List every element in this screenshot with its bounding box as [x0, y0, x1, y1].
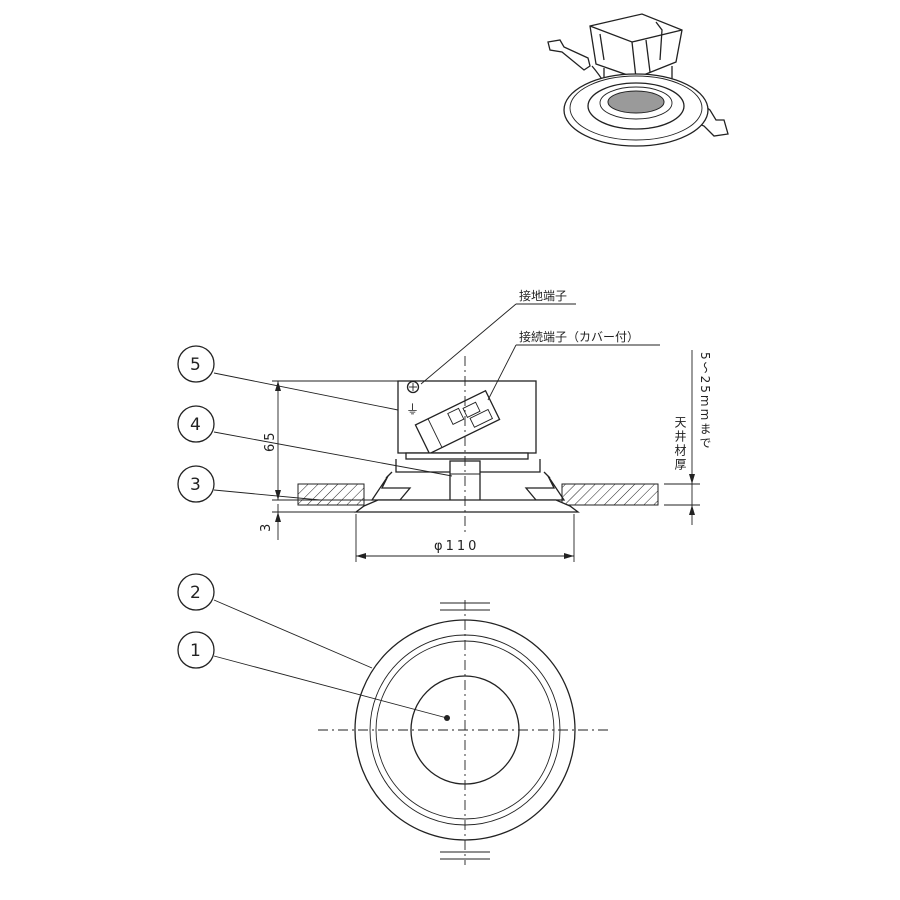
- svg-text:3: 3: [190, 475, 201, 495]
- ground-symbol: ⏚: [406, 403, 419, 418]
- balloon-2: [177, 573, 215, 611]
- reflector-circle: [410, 675, 520, 785]
- balloon-4: [177, 405, 215, 443]
- svg-text:1: 1: [190, 641, 201, 661]
- svg-text:5: 5: [190, 355, 201, 375]
- isometric-view: [547, 13, 729, 147]
- balloon-1: [177, 631, 215, 669]
- svg-text:4: 4: [190, 415, 201, 435]
- ceiling-thickness-label: 天井材厚: [673, 416, 687, 472]
- ceiling-right: [561, 483, 659, 506]
- dimension-diameter: φ110: [434, 539, 479, 554]
- side-view: ⏚: [297, 356, 659, 535]
- outer-flange-circle: [354, 619, 576, 841]
- ceiling-left: [297, 483, 365, 506]
- svg-text:2: 2: [190, 583, 201, 603]
- connection-terminal-label: 接続端子（カバー付）: [519, 329, 639, 344]
- dimension-flange: 3: [259, 521, 274, 532]
- ground-terminal-label: 接地端子: [519, 288, 567, 303]
- balloon-5: [177, 345, 215, 383]
- dimensions: 65 3 φ110 天井材厚 5～25mmまで: [259, 350, 712, 562]
- bottom-view: [318, 600, 612, 865]
- terminal-labels: 接地端子 接続端子（カバー付）: [420, 288, 660, 401]
- ceiling-thickness-range: 5～25mmまで: [698, 352, 712, 450]
- dimension-height: 65: [263, 429, 278, 452]
- balloons: 5 4 3 2 1: [177, 345, 453, 719]
- balloon-3: [177, 465, 215, 503]
